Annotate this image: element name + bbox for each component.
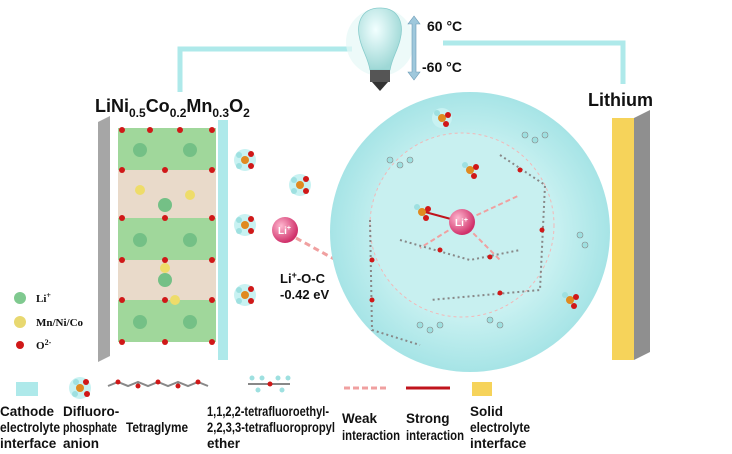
atom-legend-oxygen: O2-: [36, 338, 52, 352]
tetraglyme-chains: [369, 154, 547, 346]
interaction-energy: -0.42 eV: [280, 287, 329, 302]
cathode-formula: LiNi0.5Co0.2Mn0.3O2: [95, 96, 250, 120]
legend-tetraglyme-icon: [107, 379, 209, 389]
legend-dfp-label-2: phosphate: [63, 420, 117, 435]
lithium-ion: Li+: [272, 217, 298, 243]
oxygen-atom-icon: [16, 341, 24, 349]
legend-cei-label-2: electrolyte: [0, 420, 60, 435]
lithium-ion-label: Li+: [278, 225, 291, 237]
atom-legend-metal: Mn/Ni/Co: [36, 317, 84, 329]
legend-hfe-label-3: ether: [207, 436, 241, 451]
legend-hfe-label-1: 1,1,2,2-tetrafluoroethyl-: [207, 404, 329, 419]
difluorophosphate-anion-top: [432, 108, 452, 128]
legend-hfe-ether-icon: [248, 375, 291, 393]
difluorophosphate-anions: [234, 149, 311, 306]
solvated-lithium-ion-label: Li+: [455, 217, 468, 229]
interaction-bond-label: Li+-O-C: [280, 270, 326, 286]
legend-dfp-label-1: Difluoro-: [63, 404, 119, 419]
transition-metal-atom-icon: [14, 316, 26, 328]
cathode-current-collector: [98, 116, 110, 362]
solvation-sphere: Li+: [330, 92, 610, 372]
legend-cei-label-1: Cathode: [0, 404, 54, 419]
li-atom-icon: [14, 292, 26, 304]
temperature-low: -60 °C: [422, 59, 462, 75]
temperature-range-arrow-icon: [407, 15, 421, 81]
legend-cei-label-3: interface: [0, 436, 57, 451]
legend-sei-label-2: electrolyte: [470, 420, 530, 435]
lithium-anode: [634, 110, 650, 360]
atom-legend: Li+ Mn/Ni/Co O2-: [14, 291, 84, 352]
legend-dfp-label-3: anion: [63, 436, 99, 451]
temperature-high: 60 °C: [427, 18, 462, 34]
legend-cei-swatch: [16, 382, 38, 396]
legend-sei-label-1: Solid: [470, 404, 503, 419]
circuit-wire: [177, 40, 626, 92]
legend-sei-swatch: [472, 382, 492, 396]
legend-dfp-anion-icon: [69, 377, 91, 399]
light-bulb-icon: [346, 7, 414, 91]
legend-strong-label-2: interaction: [406, 428, 464, 443]
anode-title: Lithium: [588, 90, 653, 110]
legend-strong-label-1: Strong: [406, 411, 450, 426]
legend-weak-label-1: Weak: [342, 411, 378, 426]
legend-tetraglyme-label: Tetraglyme: [126, 420, 188, 435]
legend-labels: Cathode electrolyte interface Difluoro- …: [0, 404, 530, 451]
atom-legend-li: Li+: [36, 291, 51, 305]
legend-hfe-label-2: 2,2,3,3-tetrafluoropropyl: [207, 420, 335, 435]
legend-weak-label-2: interaction: [342, 428, 400, 443]
cathode-crystal-structure: [118, 127, 216, 345]
solid-electrolyte-interface: [612, 118, 634, 360]
cathode-electrolyte-interface: [218, 120, 228, 360]
legend-sei-label-3: interface: [470, 436, 527, 451]
